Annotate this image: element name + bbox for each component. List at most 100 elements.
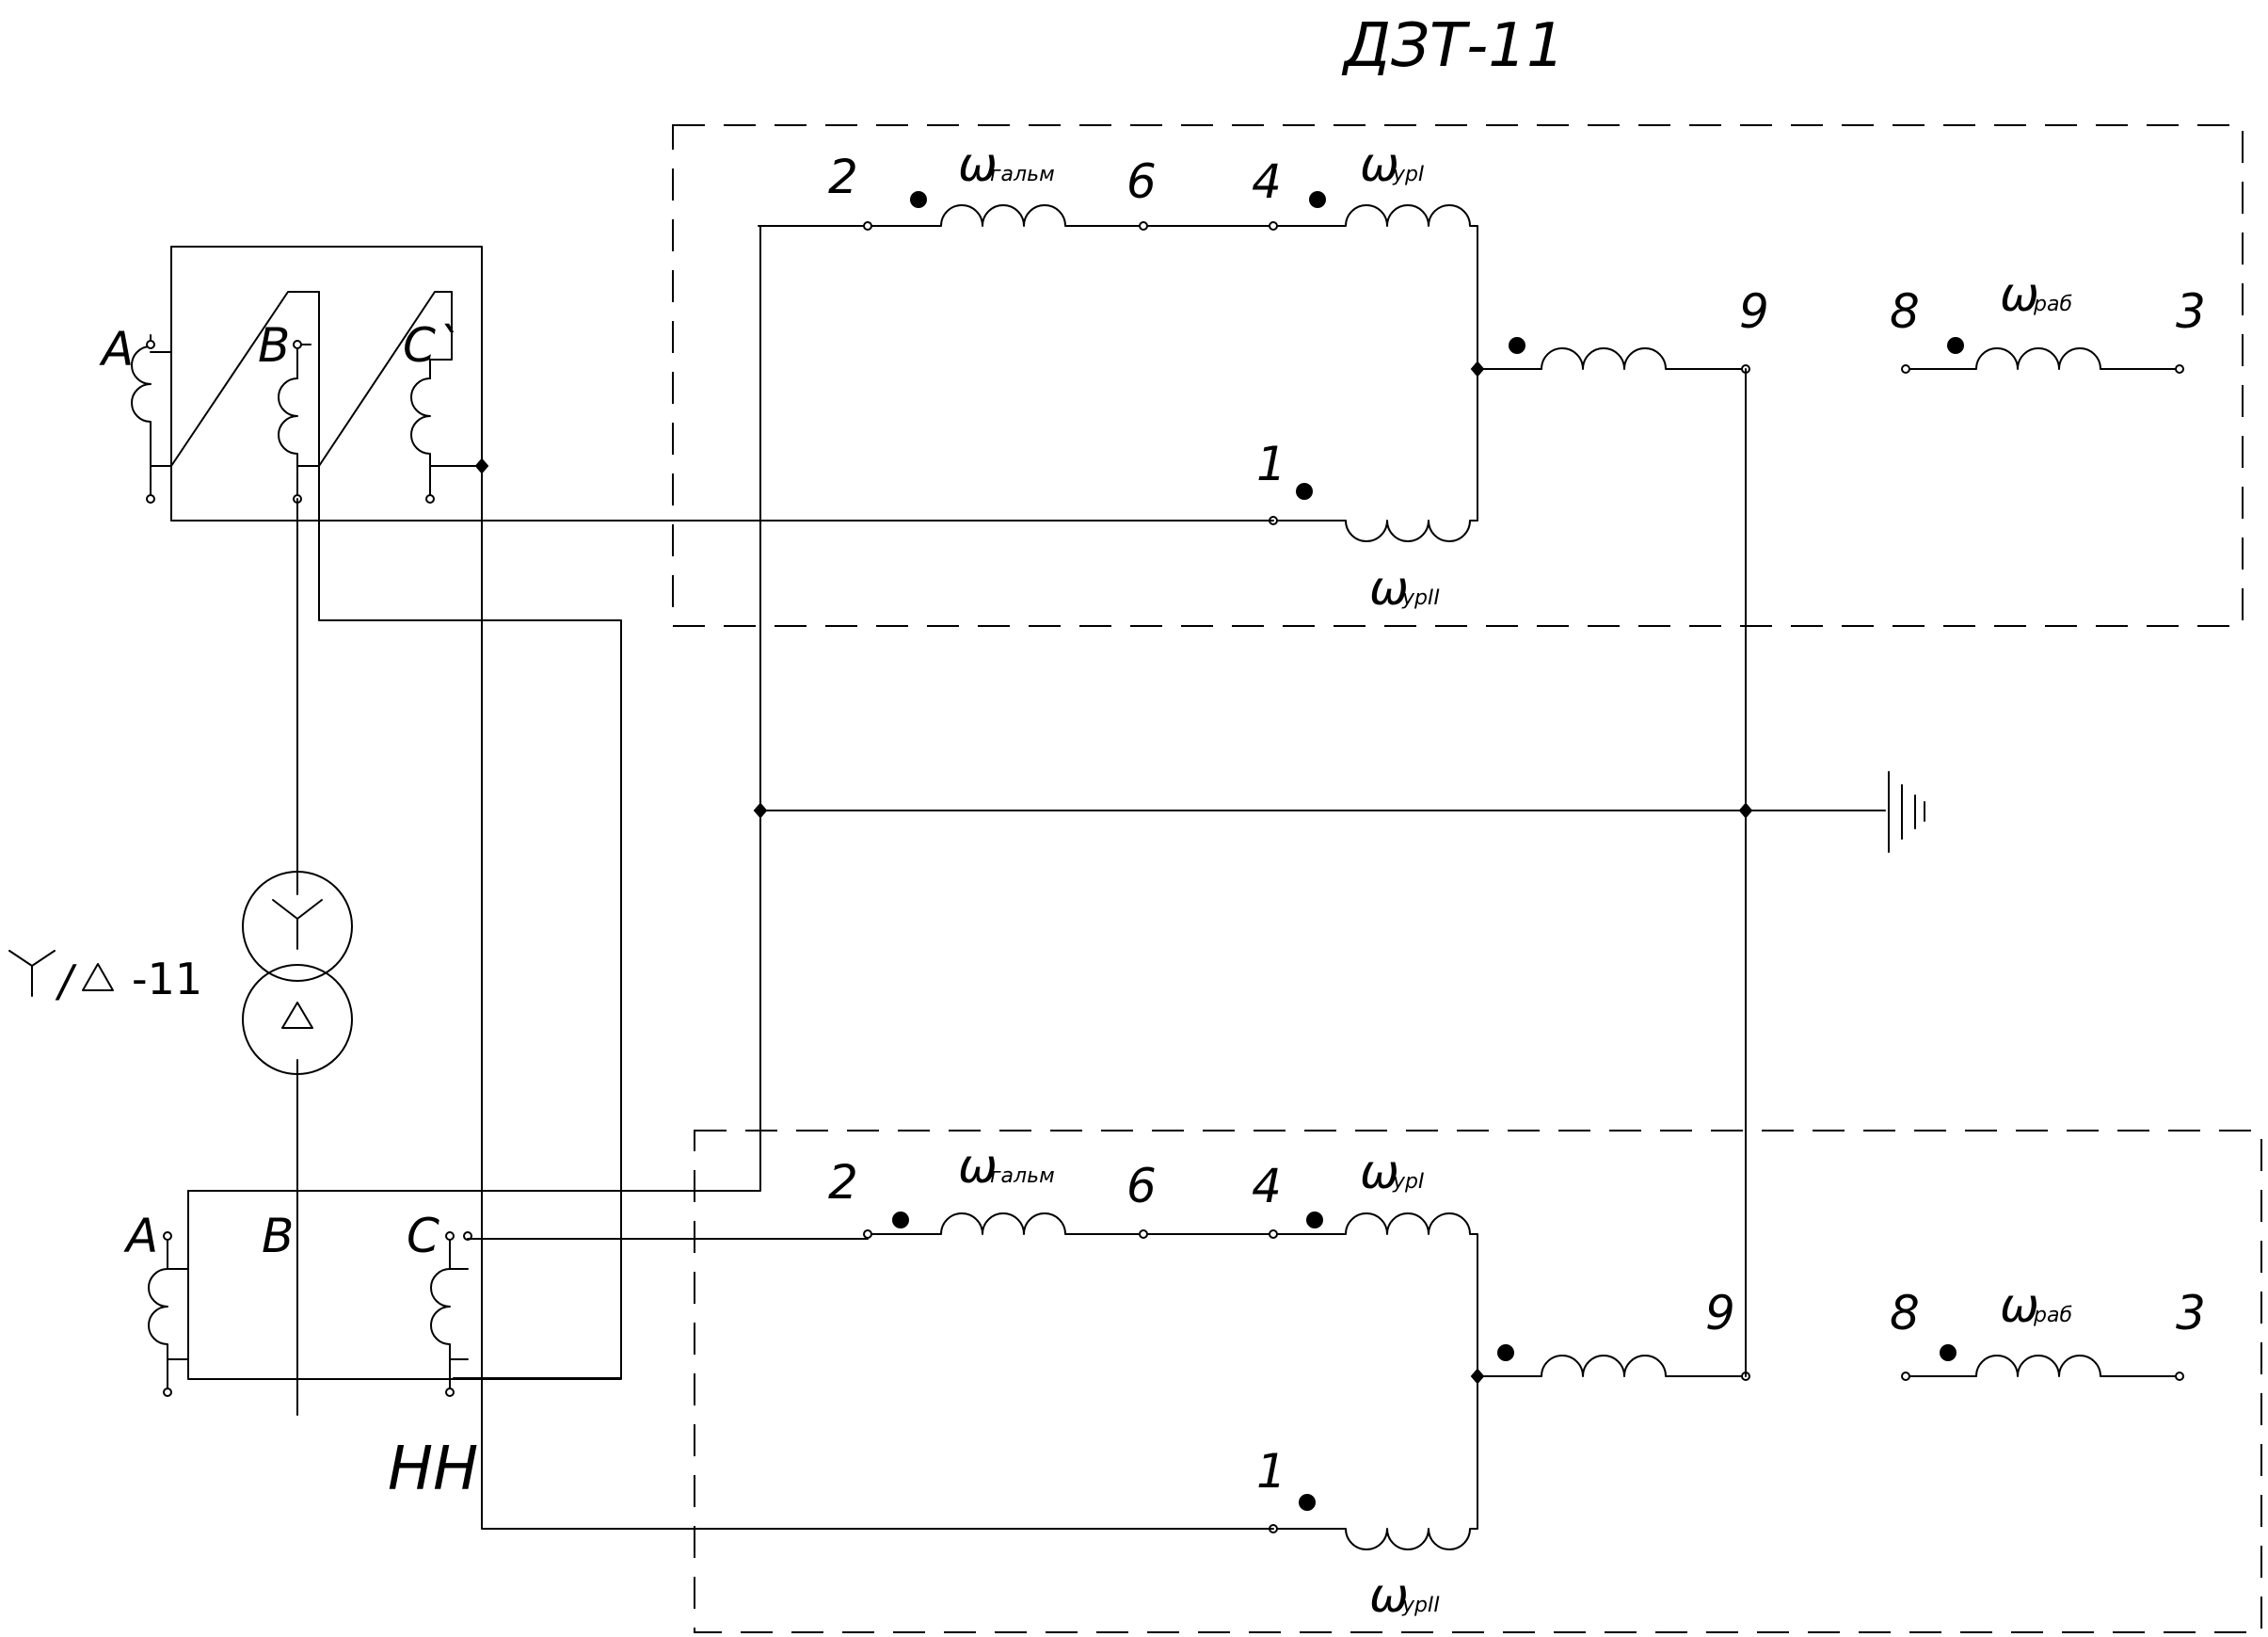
upper-eq2-symbol: ω <box>1369 561 1409 616</box>
ground-icon <box>1888 771 1925 853</box>
label-delta-icon <box>82 963 114 991</box>
lower-junction-node <box>1470 1368 1485 1385</box>
upper-diff-winding <box>1477 347 1747 370</box>
lower-label-9: 9 <box>1705 1286 1735 1340</box>
lower-eq2-winding <box>1272 1375 1478 1550</box>
low-voltage-label: НН <box>388 1435 478 1504</box>
bus-left-node <box>753 802 768 819</box>
lower-brake-polarity-dot <box>892 1212 909 1228</box>
lower-terminal-3[interactable] <box>2175 1372 2184 1381</box>
upper-label-4: 4 <box>1252 154 1282 209</box>
relay-title: ДЗТ-11 <box>1341 11 1565 81</box>
upper-ct-group: A B C` <box>99 246 1274 522</box>
lower-brake-subscript: гальм <box>990 1164 1055 1188</box>
upper-eq1-subscript: урІ <box>1392 163 1424 186</box>
lower-work-symbol: ω <box>2000 1278 2039 1333</box>
upper-brake-subscript: гальм <box>990 163 1055 186</box>
upper-label-8: 8 <box>1890 284 1920 339</box>
upper-ct-top-wire <box>170 246 483 463</box>
lower-eq1-polarity-dot <box>1306 1212 1323 1228</box>
transformer-hv-winding <box>242 871 353 982</box>
ct-a-upper-terminal-top[interactable] <box>146 340 155 349</box>
upper-work-subscript: раб <box>2033 293 2072 316</box>
upper-work-symbol: ω <box>2000 267 2039 322</box>
upper-eq1-polarity-dot <box>1309 191 1326 208</box>
common-bus <box>187 225 1925 1378</box>
ct-a-lower-terminal-top[interactable] <box>163 1231 172 1241</box>
wye-icon <box>272 899 323 950</box>
lower-ct-group: A B C НН <box>123 1190 869 1504</box>
ct-c-upper-label: C` <box>403 318 459 373</box>
upper-terminal-4[interactable] <box>1269 221 1278 231</box>
lower-label-4: 4 <box>1252 1159 1282 1213</box>
upper-label-3: 3 <box>2176 284 2206 339</box>
upper-terminal-6[interactable] <box>1139 221 1148 231</box>
upper-label-9: 9 <box>1739 284 1769 339</box>
lower-label-1: 1 <box>1256 1444 1286 1499</box>
upper-work-polarity-dot <box>1947 337 1964 354</box>
transformer-slash: / <box>55 955 77 1006</box>
lower-terminal-4[interactable] <box>1269 1229 1278 1239</box>
upper-eq2-winding <box>1272 366 1478 542</box>
ct-a-upper-label: A <box>99 322 134 377</box>
lower-work-polarity-dot <box>1940 1344 1957 1361</box>
lower-diff-polarity-dot <box>1497 1344 1514 1361</box>
upper-work-winding <box>1905 347 2180 370</box>
lower-work-winding <box>1905 1355 2180 1377</box>
lower-brake-winding <box>867 1212 1144 1235</box>
ct-b-lower-label: B <box>262 1209 294 1263</box>
delta-icon <box>281 1002 313 1029</box>
ct-b-upper-label: B <box>258 318 290 373</box>
ct-a-lower-winding <box>148 1268 189 1360</box>
lower-brake-symbol: ω <box>958 1139 998 1194</box>
upper-brake-polarity-dot <box>910 191 927 208</box>
upper-terminal-2[interactable] <box>863 221 872 231</box>
lower-eq2-symbol: ω <box>1369 1568 1409 1623</box>
ct-a-upper-terminal-bottom[interactable] <box>146 494 155 504</box>
ct-b-upper-winding <box>278 377 320 467</box>
upper-ct-cross-b <box>318 291 453 467</box>
label-wye-icon <box>8 950 56 997</box>
lower-ct-bottom-wire <box>187 1190 622 1380</box>
upper-terminal-3[interactable] <box>2175 364 2184 374</box>
upper-diff-polarity-dot <box>1509 337 1525 354</box>
ct-a-upper-winding <box>131 345 172 467</box>
lower-eq2-subscript: урІІ <box>1401 1594 1440 1617</box>
ct-c-upper-terminal-bottom[interactable] <box>425 494 435 504</box>
lower-relay-enclosure <box>694 1130 2262 1633</box>
bus-left-vertical <box>187 225 761 1378</box>
transformer-lv-winding <box>242 964 353 1075</box>
wire-b-to-lower-c <box>318 465 622 1379</box>
upper-terminal-8[interactable] <box>1901 364 1910 374</box>
upper-ct-cross-a <box>170 246 320 467</box>
upper-brake-symbol: ω <box>958 137 998 192</box>
lower-terminal-6[interactable] <box>1139 1229 1148 1239</box>
lower-eq1-symbol: ω <box>1360 1145 1399 1199</box>
lower-eq2-polarity-dot <box>1299 1494 1316 1511</box>
upper-eq1-winding <box>1272 204 1478 368</box>
ct-c-lower-terminal-bottom[interactable] <box>445 1388 455 1397</box>
ct-c-lower-lead-top <box>449 1235 469 1270</box>
upper-label-6: 6 <box>1126 154 1157 209</box>
upper-relay-enclosure <box>672 124 2244 627</box>
ct-b-upper-terminal-top[interactable] <box>293 340 302 349</box>
ct-a-lower-label: A <box>123 1209 158 1263</box>
ct-c-lower-label: C <box>407 1209 439 1263</box>
upper-eq1-symbol: ω <box>1360 137 1399 192</box>
lower-terminal-8[interactable] <box>1901 1372 1910 1381</box>
transformer-group-label: -11 <box>132 954 202 1004</box>
lower-label-6: 6 <box>1126 1159 1157 1213</box>
upper-relay: 2 6 4 1 9 8 3 ω гальм ω урІ ω урІІ ω раб <box>758 137 2206 616</box>
lower-terminal-2[interactable] <box>863 1229 872 1239</box>
ct-c-lower-winding <box>430 1268 469 1360</box>
lower-diff-winding <box>1477 1355 1747 1377</box>
lower-label-2: 2 <box>828 1155 858 1210</box>
upper-label-1: 1 <box>1256 437 1286 491</box>
ct-c-upper-top-wire <box>429 291 453 361</box>
ct-c-lower-terminal-top[interactable] <box>445 1231 455 1241</box>
lower-label-8: 8 <box>1890 1286 1920 1340</box>
ct-a-lower-terminal-bottom[interactable] <box>163 1388 172 1397</box>
lower-relay: 2 6 4 1 9 8 3 ω гальм ω урІ ω урІІ ω раб <box>828 1139 2206 1623</box>
lower-eq1-subscript: урІ <box>1392 1170 1424 1194</box>
